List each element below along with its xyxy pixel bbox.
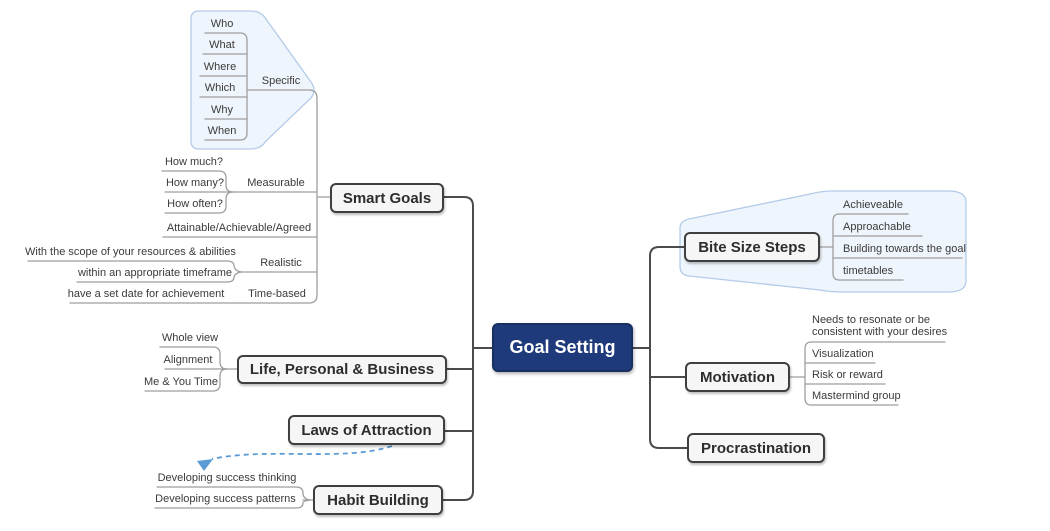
subtopic-who[interactable]: Who [210, 18, 234, 30]
subtopic-me-and-you-time[interactable]: Me & You Time [144, 376, 218, 388]
topic-habit-building[interactable]: Habit Building [313, 485, 443, 515]
subtopic-where[interactable]: Where [203, 61, 237, 73]
subtopic-success-patterns[interactable]: Developing success patterns [155, 493, 296, 505]
subtopic-attainable[interactable]: Attainable/Achievable/Agreed [166, 222, 312, 234]
boundary-specific-group [190, 10, 315, 150]
subtopic-realistic[interactable]: Realistic [260, 257, 302, 269]
topic-laws-of-attraction[interactable]: Laws of Attraction [288, 415, 445, 445]
topic-motivation[interactable]: Motivation [685, 362, 790, 392]
subtopic-risk-or-reward[interactable]: Risk or reward [812, 369, 883, 381]
topic-smart-goals[interactable]: Smart Goals [330, 183, 444, 213]
subtopic-how-often[interactable]: How often? [167, 198, 223, 210]
subtopic-scope-resources[interactable]: With the scope of your resources & abili… [25, 246, 236, 258]
topic-procrastination[interactable]: Procrastination [687, 433, 825, 463]
subtopic-achieveable[interactable]: Achieveable [843, 199, 903, 211]
subtopic-resonate-desires[interactable]: Needs to resonate or be consistent with … [812, 314, 948, 338]
topic-bite-size-steps[interactable]: Bite Size Steps [684, 232, 820, 262]
leaf-connectors [27, 32, 963, 509]
central-topic-goal-setting[interactable]: Goal Setting [492, 323, 633, 372]
subtopic-how-many[interactable]: How many? [165, 177, 225, 189]
subtopic-appropriate-timeframe[interactable]: within an appropriate timeframe [77, 267, 233, 279]
subtopic-mastermind-group[interactable]: Mastermind group [812, 390, 901, 402]
subtopic-visualization[interactable]: Visualization [812, 348, 874, 360]
boundary-bite-size-group [679, 190, 967, 293]
subtopic-building-towards-goal[interactable]: Building towards the goal [843, 243, 966, 255]
subtopic-when[interactable]: When [207, 125, 237, 137]
relationship-arrow [197, 445, 393, 471]
subtopic-which[interactable]: Which [204, 82, 236, 94]
subtopic-alignment[interactable]: Alignment [163, 354, 213, 366]
subtopic-success-thinking[interactable]: Developing success thinking [157, 472, 297, 484]
subtopic-whole-view[interactable]: Whole view [161, 332, 219, 344]
topic-life-personal-business[interactable]: Life, Personal & Business [237, 355, 447, 384]
subtopic-how-much[interactable]: How much? [164, 156, 224, 168]
subtopic-set-date[interactable]: have a set date for achievement [67, 288, 225, 300]
subtopic-specific[interactable]: Specific [261, 75, 301, 87]
subtopic-timetables[interactable]: timetables [843, 265, 894, 277]
subtopic-measurable[interactable]: Measurable [247, 177, 305, 189]
main-connectors [442, 196, 688, 501]
subtopic-why[interactable]: Why [211, 104, 233, 116]
subtopic-approachable[interactable]: Approachable [843, 221, 911, 233]
subtopic-time-based[interactable]: Time-based [248, 288, 306, 300]
subtopic-what[interactable]: What [209, 39, 235, 51]
